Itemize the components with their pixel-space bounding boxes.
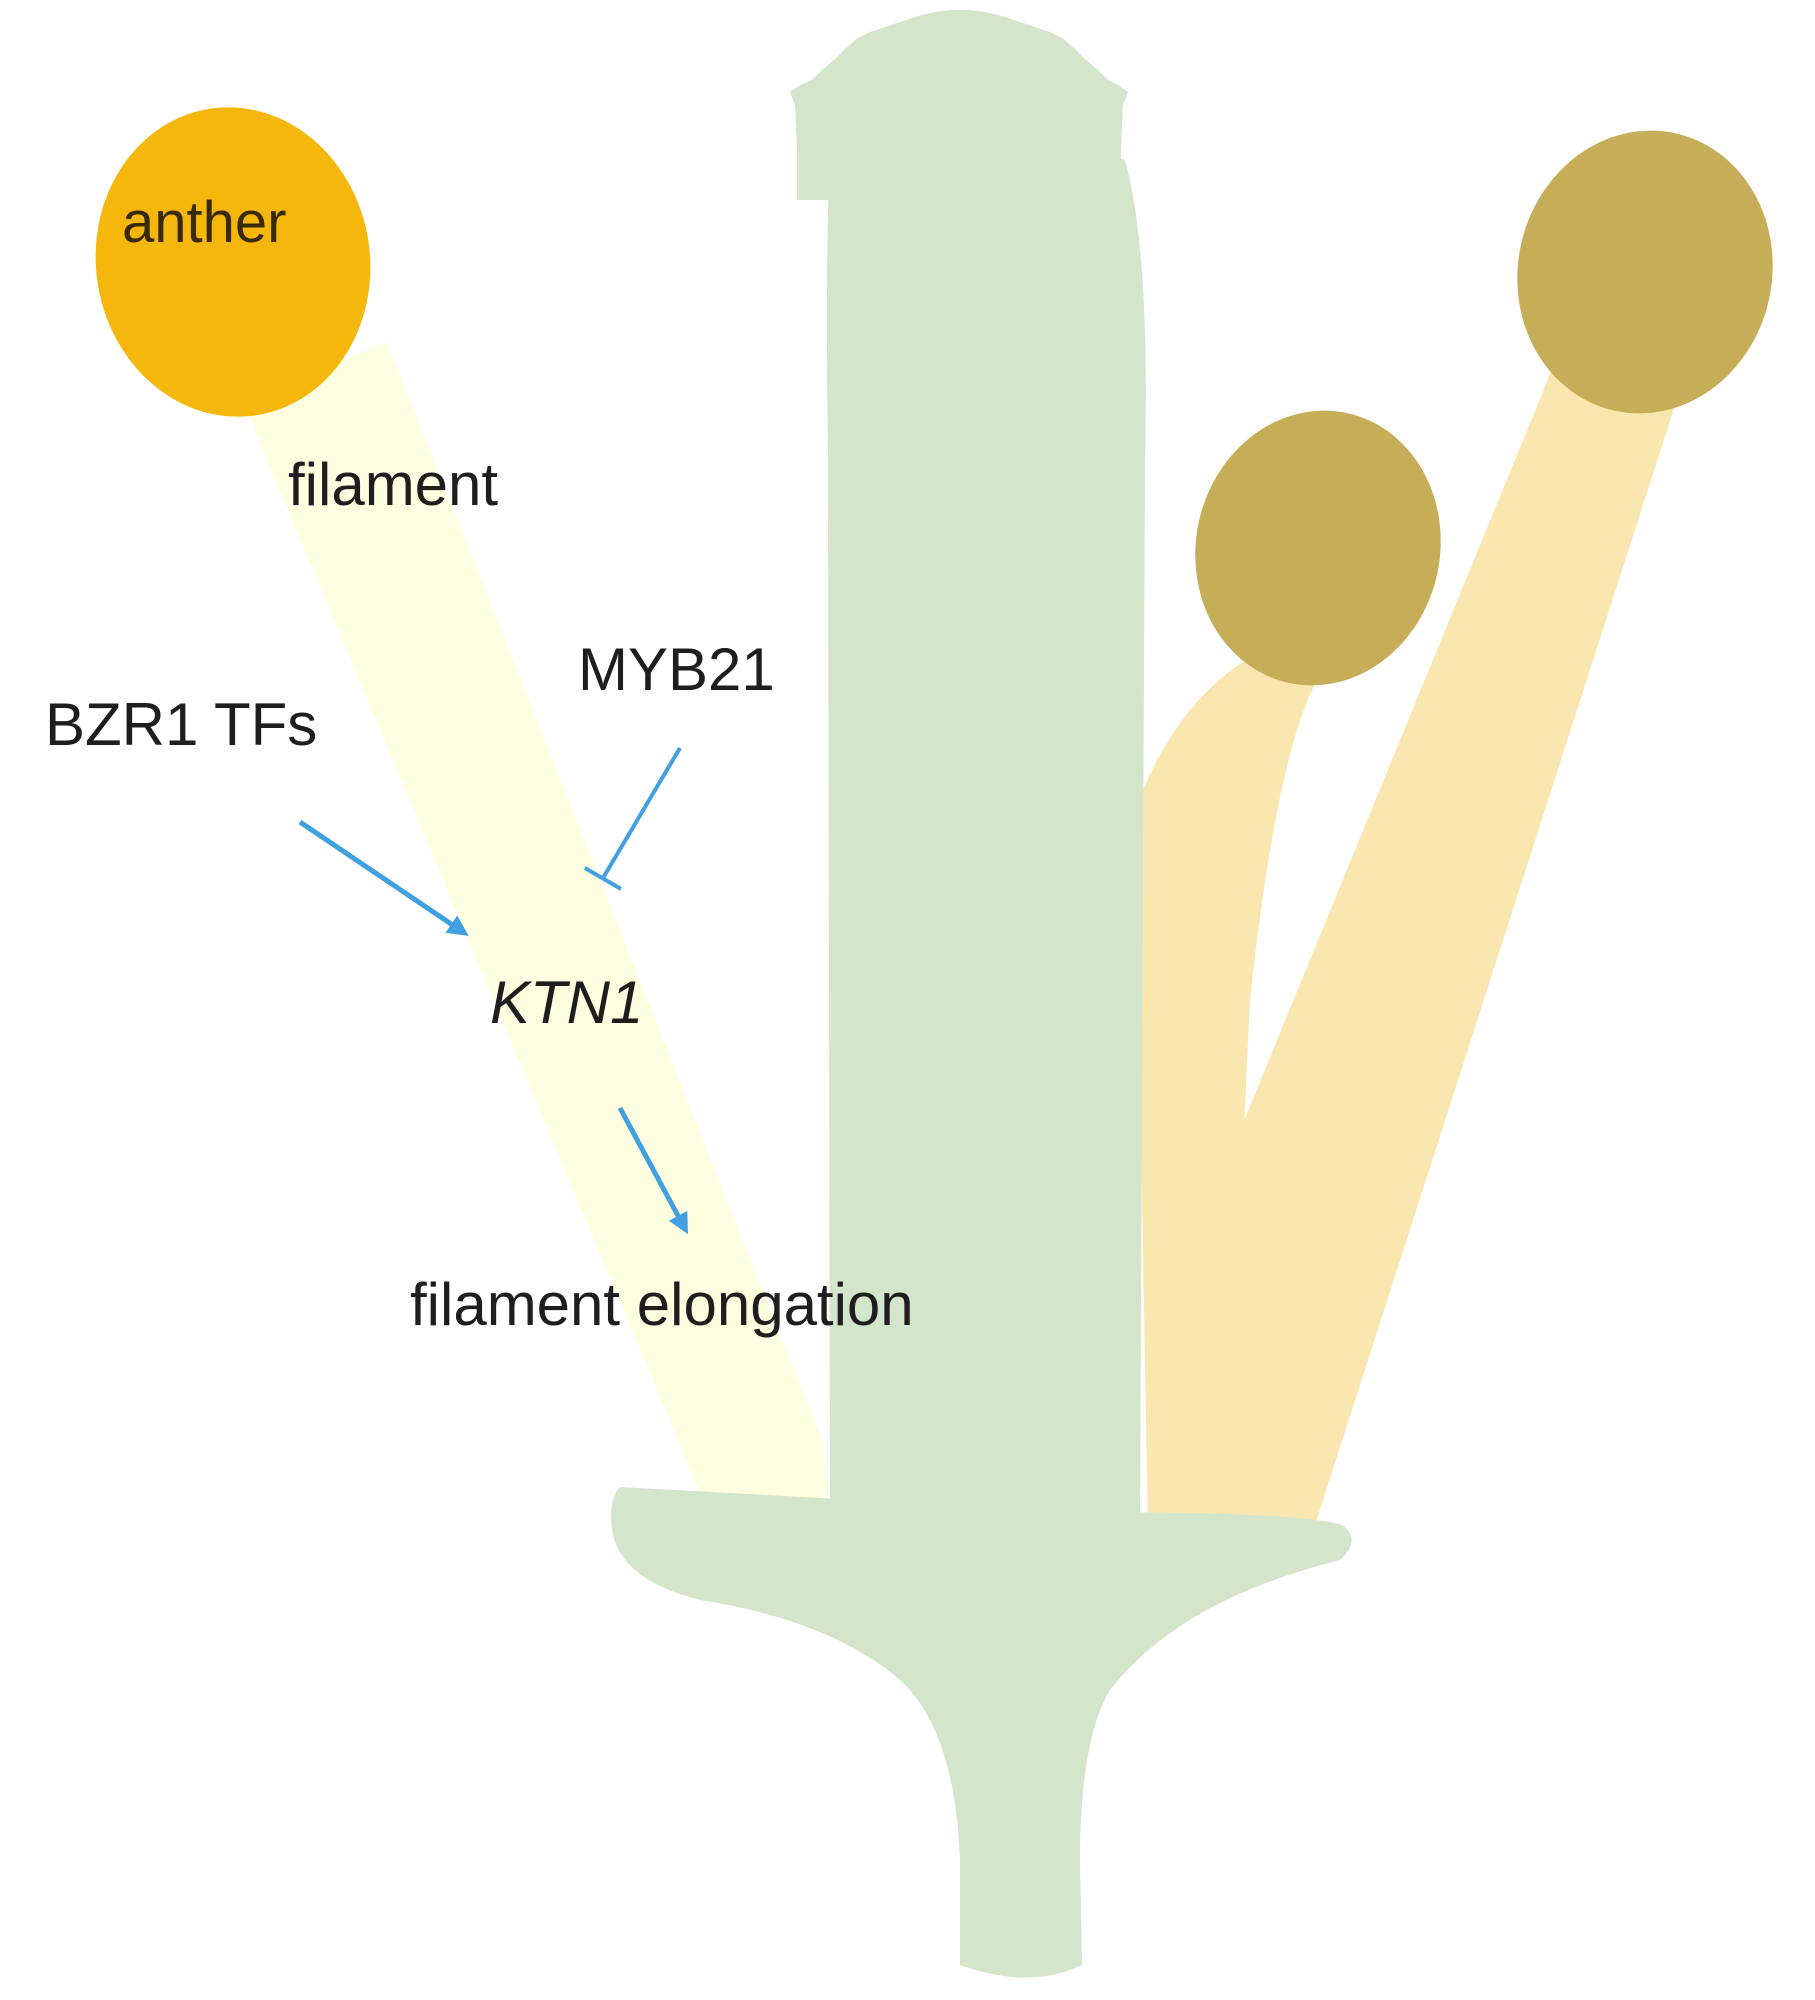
ktn1-label: KTN1	[490, 969, 643, 1036]
regulation-arrows	[298, 746, 688, 1235]
left-filament	[242, 342, 832, 1540]
myb21-inhibition-bar	[583, 866, 623, 891]
pistil-receptacle	[611, 1487, 1352, 1978]
right-stamens	[1135, 130, 1773, 1530]
filament-elongation-label: filament elongation	[410, 1271, 914, 1338]
filament-label: filament	[288, 451, 498, 518]
pistil-style	[826, 140, 1146, 1530]
myb21-label: MYB21	[578, 636, 775, 703]
right-filament-short	[1135, 650, 1330, 1530]
right-anther-short	[1195, 410, 1441, 686]
anther-label: anther	[122, 190, 286, 255]
bzr1-label: BZR1 TFs	[45, 691, 317, 758]
left-anther	[95, 107, 371, 417]
right-anther-tall	[1517, 130, 1773, 414]
bzr1-activation-arrow	[298, 819, 469, 936]
ktn1-activation-arrow	[617, 1106, 688, 1235]
right-filament-long	[1225, 350, 1680, 1525]
pistil	[611, 10, 1352, 1978]
myb21-inhibition-line	[601, 746, 682, 880]
labels: anther filament MYB21 BZR1 TFs KTN1 fila…	[45, 190, 914, 1338]
